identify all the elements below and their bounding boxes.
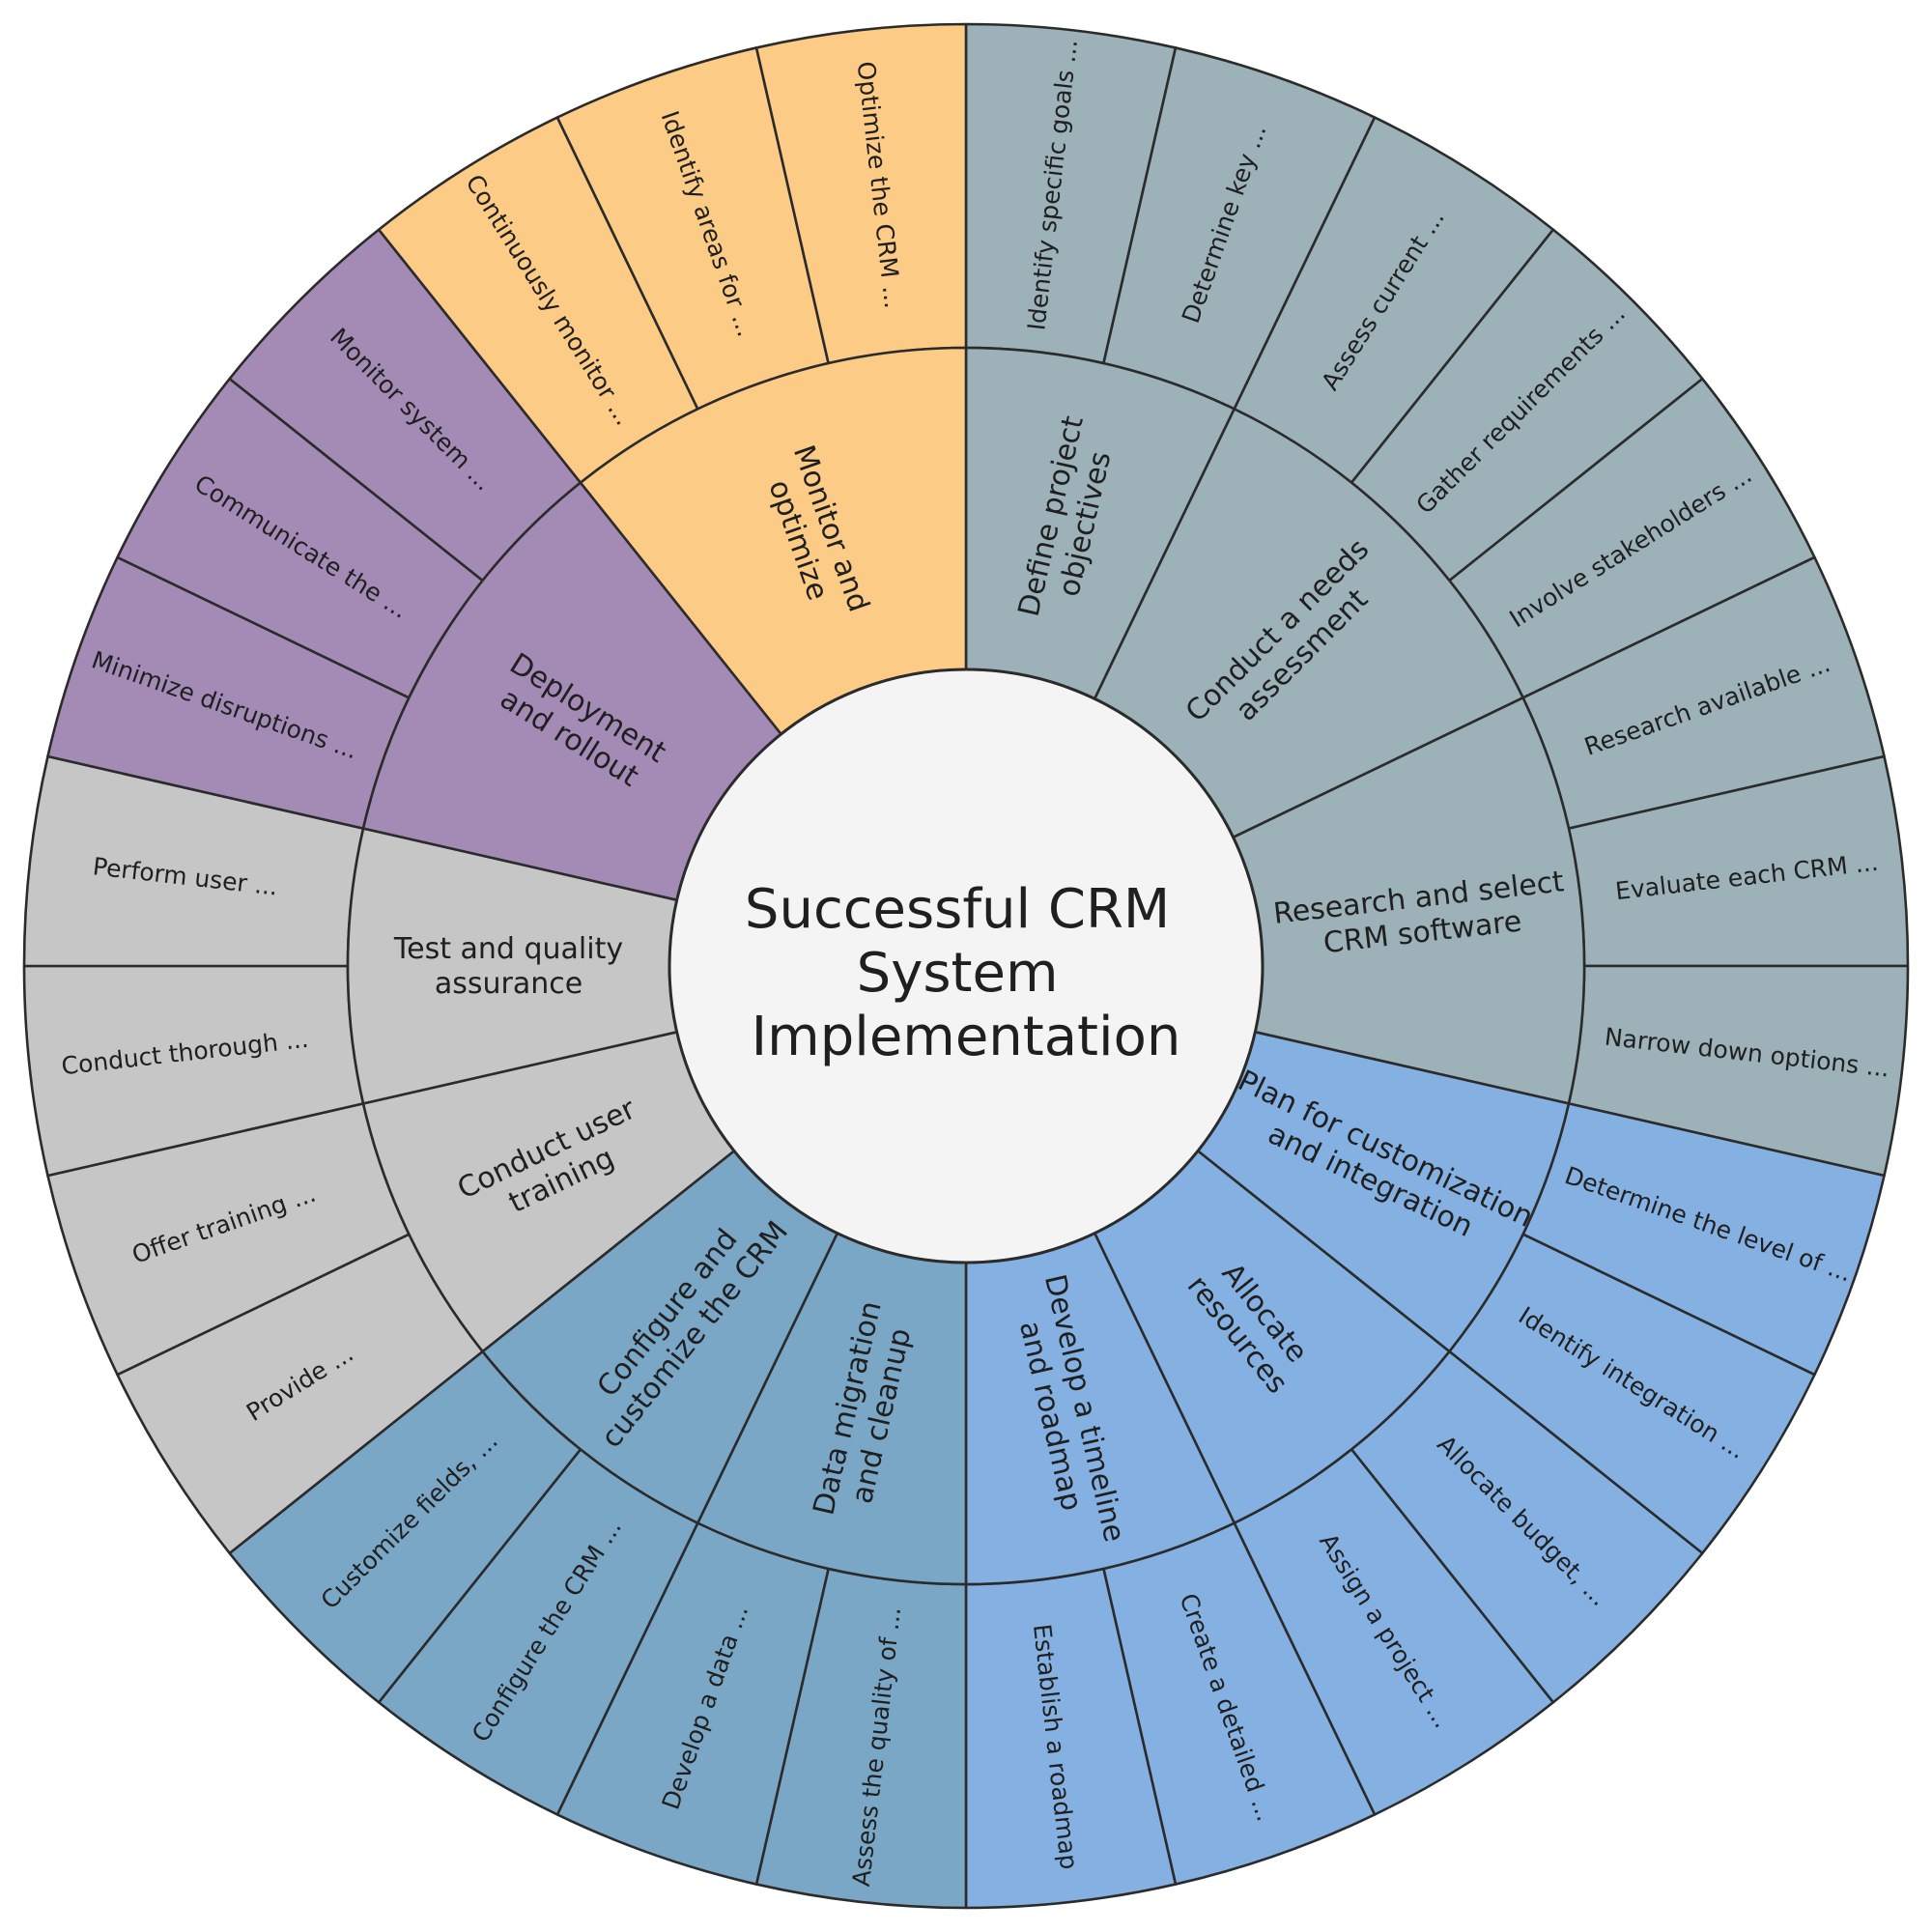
center-hub: Successful CRM System Implementation	[668, 668, 1264, 1264]
center-title-line-2: System	[857, 942, 1059, 1005]
phase-label-line: Test and quality	[393, 932, 623, 966]
center-title: Successful CRM System Implementation	[745, 878, 1187, 1068]
center-disc	[668, 668, 1264, 1264]
center-title-line-3: Implementation	[752, 1006, 1181, 1068]
center-title-line-1: Successful CRM	[745, 878, 1170, 941]
phase-label-line: assurance	[435, 967, 582, 1001]
leaf-ring: Identify specific goals ...Determine key…	[22, 22, 1910, 1910]
